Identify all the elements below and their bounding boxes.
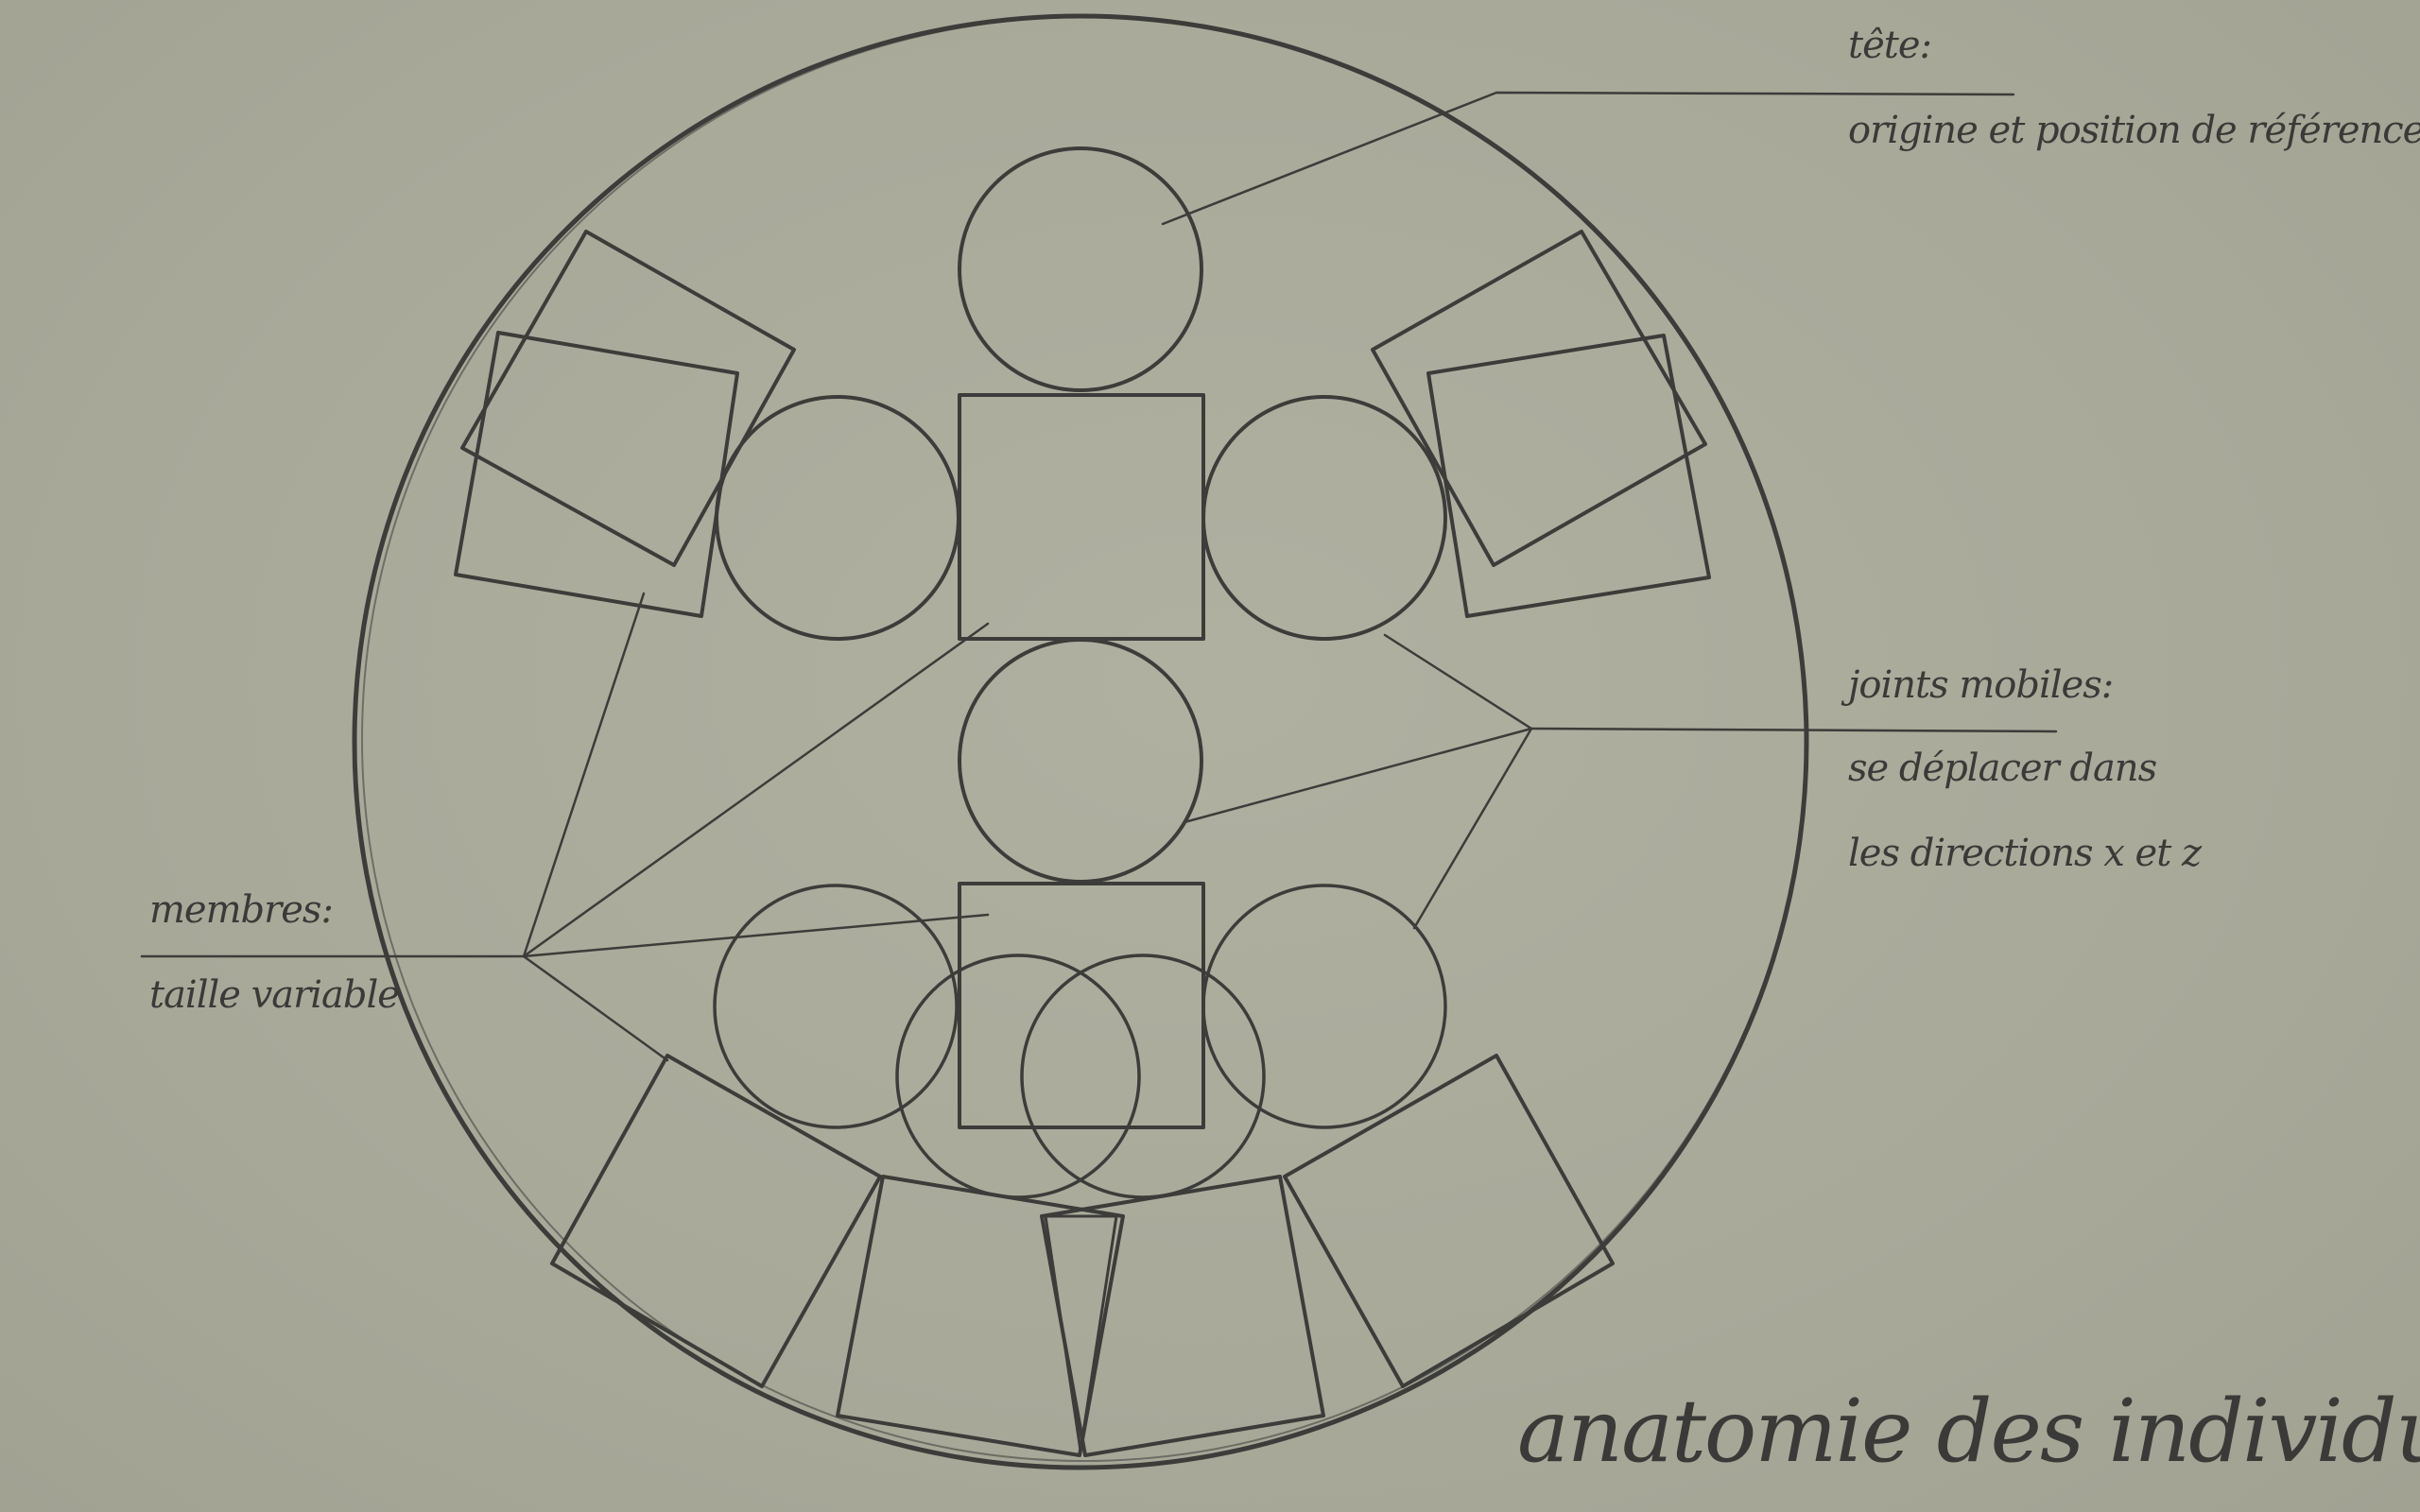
- head-annotation-text: origine et position de référence: [1848, 109, 2420, 152]
- pelvis-square: [958, 882, 1205, 1129]
- page-title: anatomie des individus: [1517, 1381, 2420, 1482]
- torso-square: [958, 393, 1205, 641]
- joints-annotation-heading: joints mobiles:: [1848, 663, 2114, 707]
- limbs-annotation-text: taille variable: [149, 973, 400, 1017]
- lower-limbs: [550, 1054, 1615, 1457]
- joints-annotation-text-2: les directions x et z: [1848, 832, 2202, 875]
- waist-joint: [958, 638, 1203, 884]
- left-hip-joint: [713, 884, 959, 1129]
- head-leader-line: [1161, 91, 2015, 226]
- head-circle: [958, 146, 1203, 392]
- outer-circle: [352, 13, 1809, 1470]
- right-shoulder-joint: [1201, 395, 1447, 641]
- head-annotation-heading: tête:: [1848, 24, 1932, 67]
- left-shoulder-joint: [715, 395, 960, 641]
- upper-right-limb: [1371, 230, 1711, 618]
- inner-right-hip-joint: [1020, 954, 1266, 1199]
- limbs-annotation-heading: membres:: [149, 888, 334, 932]
- joints-leader-lines: [1183, 633, 2058, 930]
- limbs-leader-lines: [140, 592, 990, 1062]
- joints-annotation-text-1: se déplacer dans: [1848, 747, 2157, 790]
- upper-left-limb: [454, 230, 796, 618]
- right-hip-joint: [1201, 884, 1447, 1129]
